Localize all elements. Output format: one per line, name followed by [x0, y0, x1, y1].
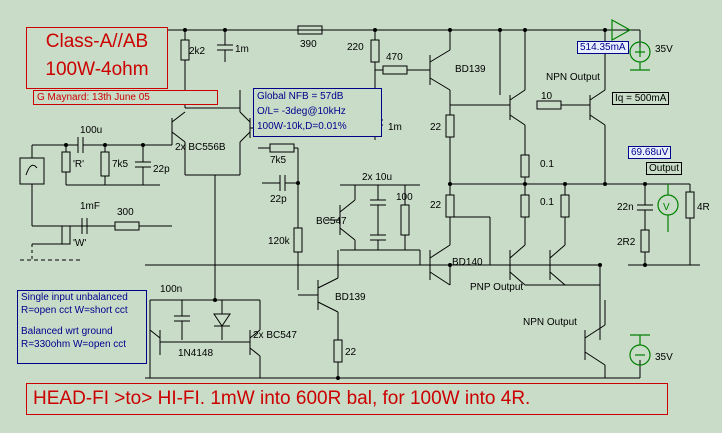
label-c1m-b: 1m — [388, 122, 402, 133]
label-c2x10u: 2x 10u — [362, 172, 392, 183]
label-r300: 300 — [117, 207, 134, 218]
label-r7k5a: 7k5 — [112, 159, 129, 170]
label-bd139-top: BD139 — [455, 64, 486, 75]
label-r2r2: 2R2 — [617, 237, 636, 248]
label-bc556b: 2x BC556B — [175, 142, 226, 153]
iq-note: Iq = 500mA — [612, 92, 670, 105]
label-r0-1a: 0.1 — [540, 159, 554, 170]
label-c1mF: 1mF — [80, 201, 100, 212]
title-box: Class-A//AB 100W-4ohm — [26, 27, 168, 89]
input-note-line1: Single input unbalanced — [21, 292, 128, 303]
title-line2: 100W-4ohm — [45, 59, 149, 80]
output-label: Output — [646, 162, 683, 175]
label-bd139-low: BD139 — [335, 292, 366, 303]
label-bc547: BC547 — [316, 216, 347, 227]
label-r22-c: 22 — [345, 347, 357, 358]
label-c22n: 22n — [617, 202, 634, 213]
input-note-line2: R=open cct W=short cct — [21, 305, 128, 316]
label-neg-supply: 35V — [655, 352, 673, 363]
input-note-line3: Balanced wrt ground — [21, 326, 113, 337]
label-pnp-out: PNP Output — [470, 282, 523, 293]
label-c22p-b: 22p — [270, 194, 287, 205]
current-meter: 514.35mA — [577, 41, 629, 54]
pos-supply-symbol — [629, 41, 651, 71]
nfb-line1: Global NFB = 57dB — [257, 91, 344, 102]
label-pos-supply: 35V — [655, 44, 673, 55]
neg-supply-symbol — [629, 334, 651, 366]
nfb-note: Global NFB = 57dB O/L= -3deg@10kHz 100W-… — [253, 88, 382, 137]
label-bc547x2: 2x BC547 — [253, 330, 297, 341]
label-r2k2: 2k2 — [189, 46, 206, 57]
svg-text:V: V — [663, 202, 670, 213]
voltage-meter: 69.68uV — [628, 146, 672, 159]
label-npn-out-top: NPN Output — [546, 72, 600, 83]
author-note: G Maynard: 13th June 05 — [33, 90, 218, 105]
label-r390: 390 — [300, 39, 317, 50]
label-w-W: 'W' — [73, 238, 86, 249]
label-r-R: 'R' — [73, 159, 84, 170]
label-bd140: BD140 — [452, 257, 483, 268]
banner: HEAD-FI >to> HI-FI. 1mW into 600R bal, f… — [26, 383, 668, 415]
label-r220: 220 — [347, 42, 364, 53]
label-c100u: 100u — [80, 125, 102, 136]
label-c100n: 100n — [160, 284, 182, 295]
input-note: Single input unbalanced R=open cct W=sho… — [17, 290, 147, 364]
label-r7k5b: 7k5 — [270, 155, 287, 166]
label-r4r: 4R — [697, 202, 710, 213]
nfb-line2: O/L= -3deg@10kHz — [257, 106, 346, 117]
label-d1n4148: 1N4148 — [178, 348, 213, 359]
label-npn-out-low: NPN Output — [523, 317, 577, 328]
input-note-line4: R=330ohm W=open cct — [21, 339, 127, 350]
nfb-line3: 100W-10k,D=0.01% — [257, 121, 347, 132]
title-line1: Class-A//AB — [45, 31, 149, 52]
label-r22-b: 22 — [430, 200, 442, 211]
label-r470: 470 — [386, 52, 403, 63]
label-r100: 100 — [396, 192, 413, 203]
label-r120k: 120k — [268, 236, 291, 247]
label-c22p-a: 22p — [153, 164, 170, 175]
label-r0-1b: 0.1 — [540, 197, 554, 208]
label-r22-a: 22 — [430, 122, 442, 133]
label-c1m-a: 1m — [235, 44, 249, 55]
label-r10: 10 — [541, 91, 553, 102]
